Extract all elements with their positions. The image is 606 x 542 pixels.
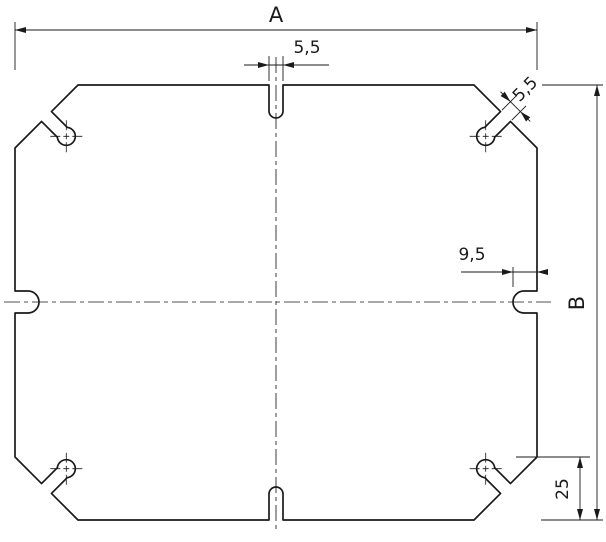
arrowhead-left <box>15 27 26 33</box>
extension-line <box>501 95 517 111</box>
arrowhead-left <box>283 62 294 68</box>
plate-outline <box>14 84 538 521</box>
arrowhead-right <box>526 27 537 33</box>
dimension-top-slot-width: 5,5 <box>244 38 329 81</box>
dimension-label-A: A <box>269 3 284 27</box>
extension-line <box>511 105 527 121</box>
dimension-side-notch-depth: 9,5 <box>458 245 548 287</box>
arrowhead-up <box>594 85 600 96</box>
center-lines <box>4 57 551 533</box>
arrowhead-down <box>594 509 600 520</box>
dimension-label-B: B <box>565 296 589 310</box>
arrowhead-down <box>577 509 583 520</box>
dimension-corner-slot-width: 5,5 <box>500 73 542 122</box>
dimension-label-corner-slot: 5,5 <box>509 73 542 106</box>
dimension-label-top-slot: 5,5 <box>293 38 320 58</box>
dimension-label-corner-offset: 25 <box>553 478 573 500</box>
arrowhead-right <box>258 62 269 68</box>
plate <box>14 84 538 521</box>
arrowhead-up-left <box>520 111 531 122</box>
hole-center-marks <box>50 120 502 485</box>
arrowhead-down-right <box>500 91 511 102</box>
dimension-overall-width: A <box>14 3 538 70</box>
arrowhead-left <box>537 269 548 275</box>
arrowhead-right <box>502 269 513 275</box>
arrowhead-up <box>577 457 583 468</box>
dimension-bottom-corner-offset: 25 <box>516 456 590 520</box>
dimension-overall-height: B <box>541 84 603 521</box>
dimension-label-side-notch: 9,5 <box>458 245 485 265</box>
